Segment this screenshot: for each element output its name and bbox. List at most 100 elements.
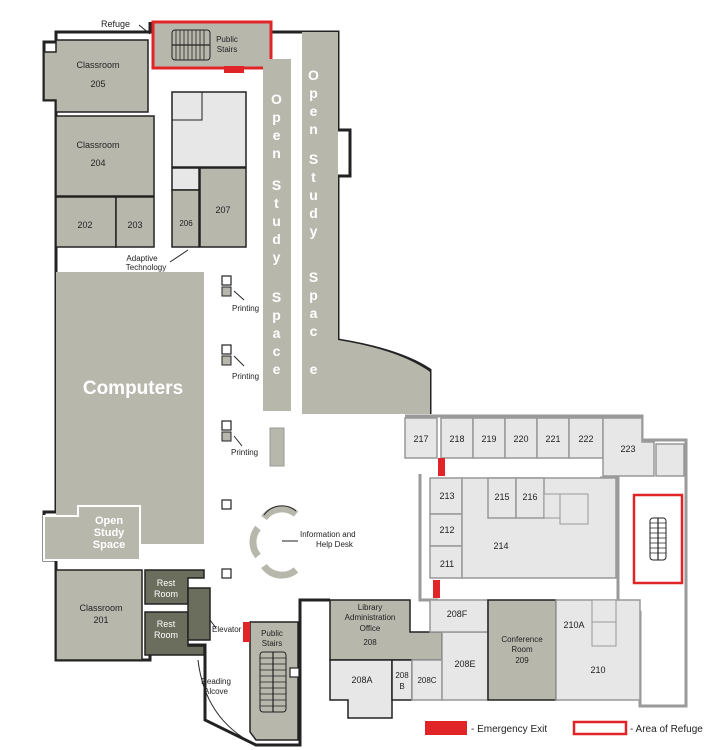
room-202-label: 202 [77,220,92,230]
bottom-public-stairs[interactable]: Public Stairs [243,621,299,741]
legend: - Emergency Exit - Area of Refuge [425,720,703,736]
room-214-label: 214 [493,541,508,551]
room-208b-label-1: 208 [395,671,409,680]
library-admin-label-2: Administration [345,613,396,622]
study-left-5: t [274,195,280,211]
study-left-12: c [273,343,282,359]
legend-emergency-exit: - Emergency Exit [471,724,547,735]
study-right-9: S [309,269,319,285]
elevator-icon [187,587,211,641]
conference-209-label-2: Room [511,645,533,654]
classroom-204[interactable]: Classroom 204 [55,115,155,197]
room-221-label: 221 [545,434,560,444]
study-right-6: u [309,187,319,203]
room-208a-label: 208A [351,675,372,685]
computers-area[interactable]: Computers [56,272,204,544]
room-202[interactable]: 202 [55,196,117,248]
open-study-space-right[interactable]: O p e n S t u d y S p a c e [302,32,430,414]
room-208e[interactable]: 208E [441,631,489,701]
outer-wall-north-east [272,30,432,414]
room-211-label: 211 [440,559,454,569]
restroom-1-label-1: Rest [157,578,176,588]
room-211[interactable] [429,545,463,579]
room-220[interactable] [504,417,538,459]
study-left-3: n [272,145,282,161]
study-left-6: u [272,213,282,229]
area-of-refuge-east[interactable] [632,493,684,585]
top-public-stairs[interactable]: Public Stairs [151,20,273,73]
room-217[interactable] [404,417,438,459]
printer-1[interactable]: Printing [221,275,259,313]
printer-2[interactable]: Printing [221,344,259,381]
room-208f[interactable]: 208F [429,599,489,633]
information-help-desk[interactable]: Information and Help Desk [249,505,356,579]
east-inner-block: 213 212 211 214 215 216 [429,477,617,579]
room-207-label: 207 [215,205,230,215]
open-study-space-left[interactable]: O p e n S t u d y S p a c e [263,59,291,411]
study-left-8: y [273,249,282,265]
stairs-icon [259,651,287,713]
study-left-2: e [273,127,282,143]
room-206[interactable]: 206 [171,189,200,248]
printer-3[interactable]: Printing [221,420,258,457]
study-left-9: S [272,289,282,305]
printing-station [269,427,285,467]
room-207[interactable]: 207 [199,167,247,248]
column-marker [221,499,232,510]
room-218[interactable] [440,417,474,459]
open-study-small-label-3: Space [93,539,125,551]
study-left-4: S [272,177,282,193]
room-208b[interactable]: 208 B [391,659,413,701]
room-206-label: 206 [179,219,193,228]
room-216[interactable] [515,477,545,519]
printer-icon [221,275,232,286]
room-222[interactable] [568,417,604,459]
emergency-exit-east-2 [433,580,440,598]
room-216-label: 216 [522,492,537,502]
library-admin-label-3: Office [360,624,381,633]
column-marker [221,568,232,579]
study-right-2: e [310,103,319,119]
top-stairs-label-2: Stairs [217,45,237,54]
room-208a[interactable]: 208A [329,659,393,719]
study-left-10: p [272,307,282,323]
room-220-label: 220 [513,434,528,444]
adaptive-technology-label-2: Technology [126,263,166,272]
room-208f-label: 208F [447,609,468,619]
study-right-11: a [310,305,319,321]
classroom-205[interactable]: Classroom 205 [43,39,149,113]
library-admin-label-1: Library [358,603,382,612]
classroom-201[interactable]: Classroom 201 [55,569,143,661]
computers-label: Computers [83,378,183,399]
adaptive-technology-callout-line [169,249,189,263]
printer-icon [221,420,232,431]
room-210[interactable]: 210 [555,599,641,701]
open-study-small-label-2: Study [94,527,125,539]
open-study-space-small[interactable]: Open Study Space [43,505,141,561]
stairs-icon [171,29,211,61]
restroom-1[interactable]: Rest Room [144,569,205,605]
help-desk-icon [249,505,299,579]
room-208e-label: 208E [454,659,475,669]
study-right-4: S [309,151,319,167]
top-stairs-label-1: Public [216,35,238,44]
study-right-12: c [310,323,319,339]
legend-refuge-swatch [572,720,628,736]
library-admin-label-4: 208 [363,638,377,647]
room-203[interactable]: 203 [115,196,155,248]
elevator[interactable]: Elevator [187,587,242,641]
room-223[interactable] [602,417,655,477]
study-left-11: a [273,325,282,341]
conference-209-label-1: Conference [501,635,543,644]
closet [543,493,561,519]
room-212-label: 212 [439,525,454,535]
room-208c[interactable]: 208C [411,659,443,701]
room-218-label: 218 [449,434,464,444]
library-admin-office-208[interactable]: Library Administration Office 208 [329,599,443,661]
emergency-exit-top [224,66,244,73]
study-right-5: t [311,169,317,185]
conference-room-209[interactable]: Conference Room 209 [487,599,557,701]
classroom-204-label: Classroom [76,140,119,150]
study-left-13: e [273,361,282,377]
